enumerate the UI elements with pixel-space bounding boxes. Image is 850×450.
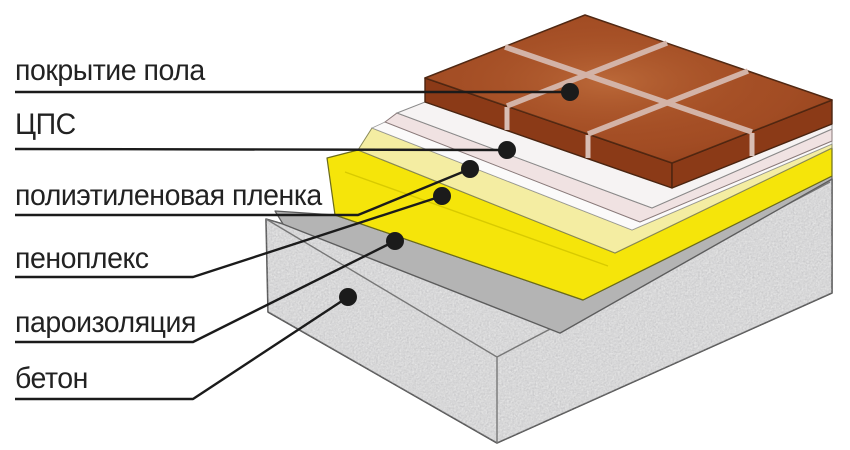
penoplex-crease bbox=[344, 171, 609, 267]
floor-covering-layer bbox=[424, 14, 833, 189]
dot-penoplex bbox=[433, 187, 451, 205]
leader-concrete bbox=[15, 295, 349, 401]
label-cps: ЦПС bbox=[15, 108, 76, 141]
label-pe-film: полиэтиленовая пленка bbox=[15, 179, 322, 212]
leader-penoplex bbox=[15, 194, 443, 279]
marker-dots bbox=[339, 83, 579, 306]
label-floor-covering: покрытие пола bbox=[15, 54, 205, 87]
dot-cps bbox=[498, 141, 516, 159]
leader-pe-film bbox=[15, 167, 471, 217]
leader-cps bbox=[14, 147, 508, 152]
concrete-speckle-overlay bbox=[266, 179, 832, 443]
label-vapor-barrier: пароизоляция bbox=[15, 306, 196, 339]
leader-lines bbox=[14, 90, 570, 401]
leader-vapor-barrier bbox=[15, 239, 396, 344]
dot-vapor-barrier bbox=[386, 232, 404, 250]
dot-pe-film bbox=[461, 160, 479, 178]
dot-floor-covering bbox=[561, 83, 579, 101]
dot-concrete bbox=[339, 288, 357, 306]
tile-grout-lines bbox=[504, 40, 753, 137]
label-penoplex: пеноплекс bbox=[15, 242, 149, 275]
label-concrete: бетон bbox=[15, 362, 88, 395]
